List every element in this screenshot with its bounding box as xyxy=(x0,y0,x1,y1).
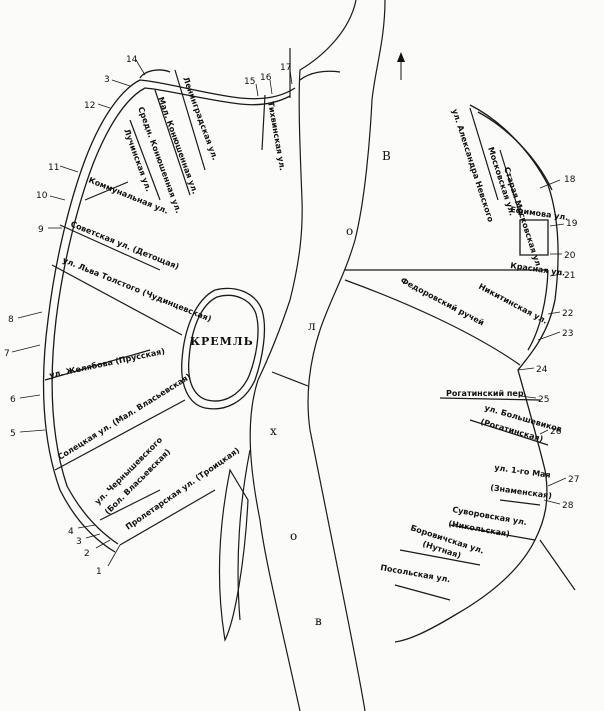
river-letter: л xyxy=(308,319,316,333)
marker-number: 19 xyxy=(566,219,578,229)
kremlin-wall-inner xyxy=(187,294,259,402)
street-label: ул. Желябова (Прусская) xyxy=(48,346,165,380)
river-letter: В xyxy=(382,149,391,163)
road-w10 xyxy=(119,489,216,546)
marker-leaders xyxy=(11,59,567,567)
road-w11 xyxy=(261,94,266,151)
road-w9 xyxy=(99,489,161,521)
marker-number: 27 xyxy=(568,475,579,485)
river-letter: о xyxy=(290,529,297,543)
marker-number: 1 xyxy=(96,567,102,577)
road-e1 xyxy=(469,107,499,201)
marker-number: 11 xyxy=(48,163,59,173)
sofia-side-rampart-inner xyxy=(51,87,291,545)
marker-number: 17 xyxy=(280,63,291,73)
road-w7 xyxy=(44,349,151,381)
street-label: (Знаменская) xyxy=(490,483,553,501)
marker-number: 9 xyxy=(38,225,44,235)
marker-number: 21 xyxy=(564,271,575,281)
street-label: ул. 1-го Мая xyxy=(494,463,551,480)
street-label: Тихвинская ул. xyxy=(266,101,287,172)
road-e8 xyxy=(449,524,536,541)
street-label: Федоровский ручей xyxy=(399,276,486,328)
marker-number: 6 xyxy=(10,395,16,405)
road-e11 xyxy=(539,539,576,591)
marker-number: 28 xyxy=(562,501,574,511)
marker-number: 10 xyxy=(36,191,48,201)
river-letter: х xyxy=(270,424,277,438)
river-west-bank xyxy=(249,0,357,711)
road-e2 xyxy=(499,149,521,216)
road-e10 xyxy=(394,584,451,601)
road-w1 xyxy=(154,89,191,196)
marker-number: 14 xyxy=(126,55,138,65)
sofia-side-rampart-outer-2 xyxy=(139,69,341,81)
marker-number: 23 xyxy=(562,329,573,339)
marker-number: 26 xyxy=(550,427,562,437)
marker-number: 4 xyxy=(68,527,74,537)
street-label: Солецкая ул. (Мал. Власьевская) xyxy=(56,372,192,462)
sofia-side-rampart-outer xyxy=(42,79,296,553)
kremlin-label: КРЕМЛЬ xyxy=(190,335,254,348)
river-channel-lower xyxy=(237,449,251,621)
road-e7 xyxy=(499,499,541,506)
marker-number: 24 xyxy=(536,365,548,375)
street-label: Коммунальная ул. xyxy=(87,176,169,216)
road-w4 xyxy=(84,181,129,201)
road-e5 xyxy=(439,397,541,401)
fedorovsky-stream xyxy=(344,279,521,366)
marker-number: 18 xyxy=(564,175,576,185)
marker-number: 5 xyxy=(10,429,16,439)
road-e6 xyxy=(469,419,549,446)
street-label: ул. Льва Толстого (Чудинцевская) xyxy=(61,256,212,324)
road-w6 xyxy=(51,264,183,336)
marker-number: 16 xyxy=(260,73,272,83)
east-block xyxy=(519,219,549,256)
river-letter: о xyxy=(346,224,353,238)
street-label: Никитинская ул. xyxy=(477,282,549,326)
street-label: Рогатинский пер. xyxy=(446,389,527,398)
road-e9 xyxy=(399,549,481,566)
road-w5 xyxy=(59,224,161,271)
kremlin-wall-outer xyxy=(181,287,266,410)
street-label: Ленинградская ул. xyxy=(181,76,220,162)
road-w2 xyxy=(174,69,206,171)
torgovaya-rampart xyxy=(394,104,559,643)
marker-number: 22 xyxy=(562,309,573,319)
road-w8 xyxy=(54,399,186,471)
marker-number: 2 xyxy=(84,549,90,559)
marker-number: 12 xyxy=(84,101,95,111)
road-w3 xyxy=(129,119,161,201)
north-arrow-icon xyxy=(397,52,405,80)
marker-number: 3 xyxy=(76,537,82,547)
marker-number: 8 xyxy=(8,315,14,325)
river-letter: в xyxy=(315,614,322,628)
marker-number: 15 xyxy=(244,77,255,87)
street-label: ул. Александра Невского xyxy=(450,108,495,224)
bridge-line xyxy=(271,371,309,387)
street-label: Посольская ул. xyxy=(380,563,451,584)
river-east-bank xyxy=(307,0,386,711)
marker-number: 7 xyxy=(4,349,10,359)
river-island xyxy=(218,468,249,642)
marker-number: 20 xyxy=(564,251,576,261)
torgovaya-rampart-inner xyxy=(477,111,553,351)
marker-number: 3 xyxy=(104,75,110,85)
marker-number: 25 xyxy=(538,395,549,405)
